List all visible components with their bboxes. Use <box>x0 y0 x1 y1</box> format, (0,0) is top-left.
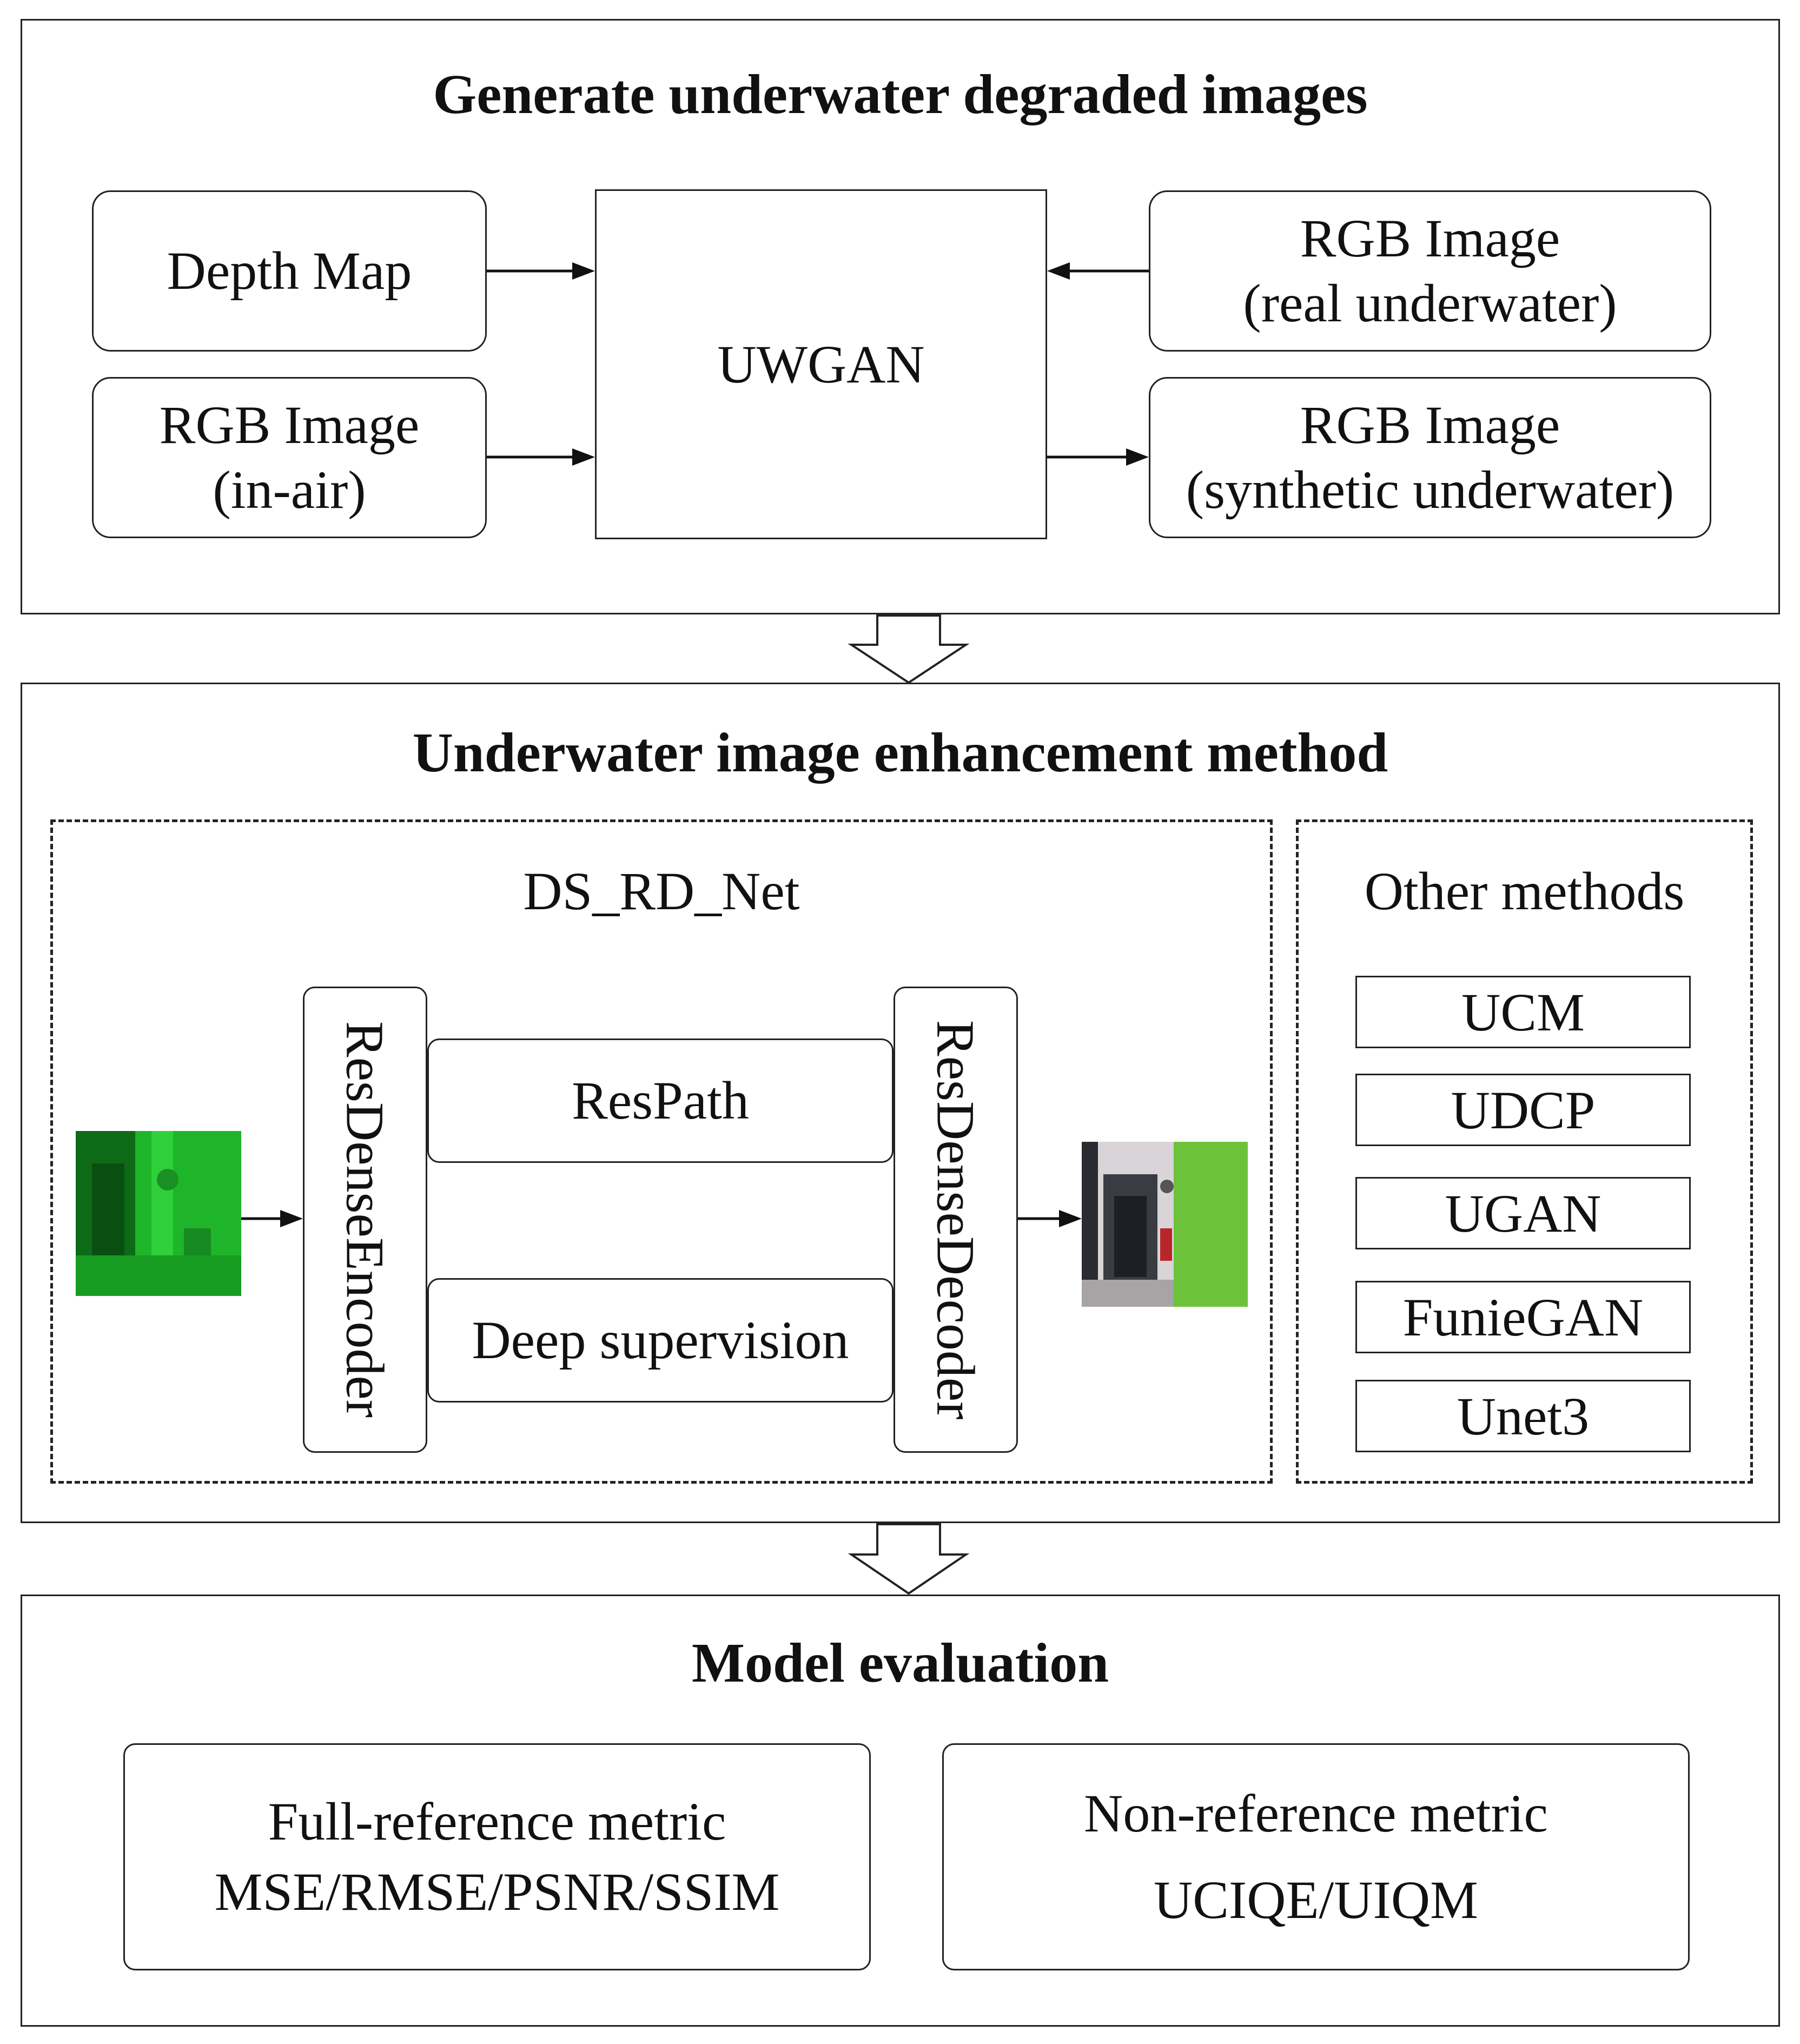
rgb-synthetic-underwater-box: RGB Image (synthetic underwater) <box>1149 377 1711 538</box>
arrow-depth-to-uwgan <box>487 262 595 280</box>
output-enhanced-image <box>1082 1142 1248 1307</box>
arrow-input-to-encoder <box>241 1210 303 1227</box>
deep-supervision-box: Deep supervision <box>427 1278 894 1403</box>
section-title-enhancement: Underwater image enhancement method <box>412 722 1388 784</box>
full-reference-metric-box: Full-reference metric MSE/RMSE/PSNR/SSIM <box>123 1743 871 1970</box>
full-reference-line2: MSE/RMSE/PSNR/SSIM <box>214 1862 780 1922</box>
hollow-arrow-stage1-to-stage2 <box>848 614 970 684</box>
non-reference-line1: Non-reference metric <box>1084 1783 1548 1843</box>
depth-map-box: Depth Map <box>92 190 487 352</box>
res-dense-decoder-label: ResDenseDecoder <box>925 1020 986 1420</box>
method-ucm-label: UCM <box>1461 982 1585 1042</box>
rgb-in-air-box: RGB Image (in-air) <box>92 377 487 538</box>
method-udcp-label: UDCP <box>1451 1080 1596 1140</box>
arrow-real-to-uwgan <box>1047 262 1149 280</box>
rgb-real-line2: (real underwater) <box>1243 273 1617 333</box>
rgb-synth-line2: (synthetic underwater) <box>1186 460 1675 520</box>
rgb-synth-line1: RGB Image <box>1300 395 1560 455</box>
ds-rd-net-label: DS_RD_Net <box>523 861 800 921</box>
input-underwater-image <box>76 1131 241 1296</box>
method-funiegan-box: FunieGAN <box>1355 1281 1691 1353</box>
method-unet3-box: Unet3 <box>1355 1380 1691 1452</box>
uwgan-box: UWGAN <box>595 189 1047 539</box>
full-reference-line1: Full-reference metric <box>268 1791 726 1851</box>
hollow-arrow-stage2-to-stage3 <box>848 1523 970 1595</box>
other-methods-group <box>1296 819 1753 1484</box>
arrow-uwgan-to-synthetic <box>1047 448 1149 466</box>
method-udcp-box: UDCP <box>1355 1074 1691 1146</box>
res-dense-encoder-box: ResDenseEncoder <box>303 987 427 1453</box>
deep-supervision-label: Deep supervision <box>472 1310 849 1370</box>
section-title-evaluation: Model evaluation <box>691 1632 1109 1694</box>
method-ugan-label: UGAN <box>1445 1183 1602 1243</box>
method-unet3-label: Unet3 <box>1457 1386 1590 1446</box>
rgb-real-line1: RGB Image <box>1300 208 1560 268</box>
respath-label: ResPath <box>572 1070 749 1130</box>
arrow-rgb-air-to-uwgan <box>487 448 595 466</box>
method-funiegan-label: FunieGAN <box>1402 1287 1644 1347</box>
uwgan-label: UWGAN <box>717 334 925 394</box>
section-title-generate: Generate underwater degraded images <box>433 63 1368 125</box>
res-dense-encoder-label: ResDenseEncoder <box>335 1021 395 1418</box>
rgb-real-underwater-box: RGB Image (real underwater) <box>1149 190 1711 352</box>
ds-rd-net-group <box>50 819 1273 1484</box>
arrow-decoder-to-output <box>1018 1210 1082 1227</box>
non-reference-metric-box: Non-reference metric UCIQE/UIQM <box>942 1743 1690 1970</box>
res-dense-decoder-box: ResDenseDecoder <box>894 987 1018 1453</box>
method-ugan-box: UGAN <box>1355 1177 1691 1249</box>
rgb-in-air-line1: RGB Image <box>159 395 420 455</box>
depth-map-label: Depth Map <box>167 241 412 301</box>
respath-box: ResPath <box>427 1038 894 1163</box>
rgb-in-air-line2: (in-air) <box>213 460 366 520</box>
other-methods-label: Other methods <box>1364 861 1685 921</box>
method-ucm-box: UCM <box>1355 976 1691 1048</box>
non-reference-line2: UCIQE/UIQM <box>1154 1870 1478 1930</box>
